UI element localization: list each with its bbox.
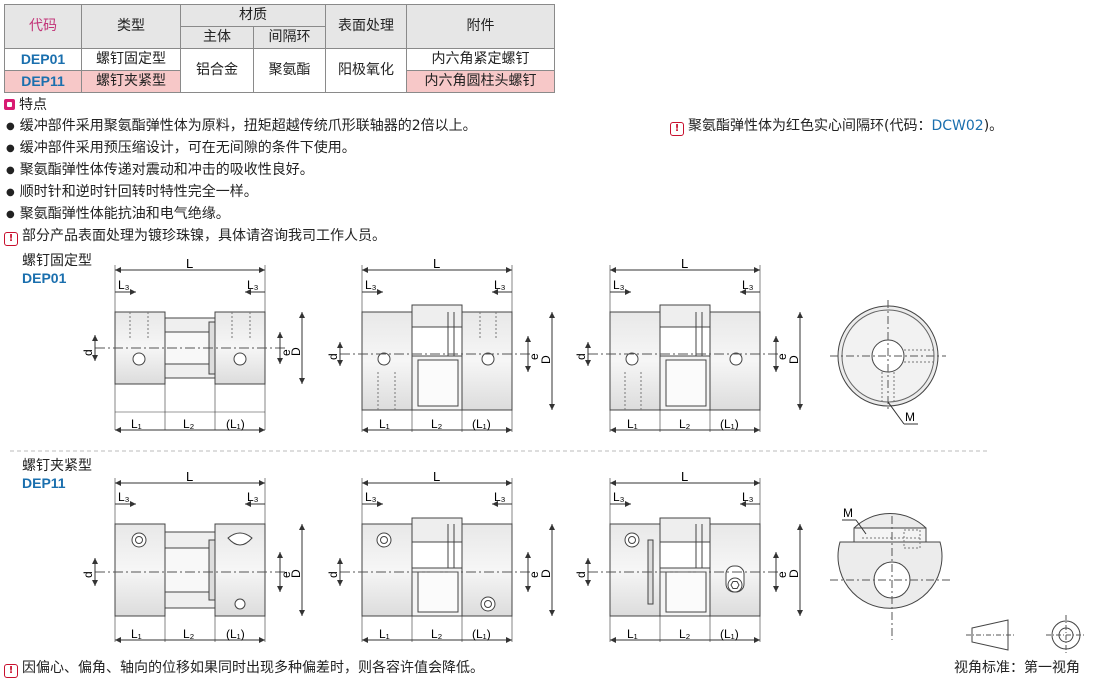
end-view-dep11: M xyxy=(830,506,950,640)
dim-L: L xyxy=(681,256,688,271)
dim-L1p: (L₁) xyxy=(720,627,739,641)
footer-note: !因偏心、偏角、轴向的位移如果同时出现多种偏差时，则各容许值会降低。 xyxy=(4,658,484,679)
dim-L3: L₃ xyxy=(365,490,377,504)
note-spacer: !聚氨酯弹性体为红色实心间隔环(代码：DCW02)。 xyxy=(670,116,1003,137)
feature-item: 聚氨酯弹性体传递对震动和冲击的吸收性良好。 xyxy=(6,160,477,182)
drawing-dep11-view-c: L L₃ L₃ L₁ L₂ (L₁) d e D xyxy=(574,469,803,643)
dim-L3: L₃ xyxy=(365,278,377,292)
dim-L: L xyxy=(186,256,193,271)
end-view-dep01: M xyxy=(830,300,946,425)
dim-L1p: (L₁) xyxy=(226,417,245,431)
dim-d: d xyxy=(574,353,588,360)
dim-L1: L₁ xyxy=(627,627,638,641)
drawing-dep01-view-c: L L₃ L₃ L₁ L₂ (L₁) d e D xyxy=(574,256,803,433)
header-surface: 表面处理 xyxy=(325,4,407,49)
dim-L2: L₂ xyxy=(679,417,691,431)
header-spacer: 间隔环 xyxy=(253,26,326,49)
dim-L3: L₃ xyxy=(247,278,259,292)
drawing-dep11-view-a: L L₃ L₃ L₁ L₂ (L₁) d e D xyxy=(81,469,305,643)
dim-D: D xyxy=(787,355,801,364)
dim-M: M xyxy=(905,410,915,424)
dim-L1: L₁ xyxy=(379,417,390,431)
dim-L1: L₁ xyxy=(627,417,638,431)
type1-label: 螺钉固定型 DEP01 xyxy=(22,253,92,286)
dim-L1p: (L₁) xyxy=(472,417,491,431)
row-type: 螺钉夹紧型 xyxy=(81,70,181,93)
dim-e: e xyxy=(775,571,789,578)
spacer-code: DCW02 xyxy=(931,118,984,134)
dim-D: D xyxy=(787,569,801,578)
dim-d: d xyxy=(81,349,95,356)
first-angle-view-icon xyxy=(966,615,1086,655)
square-marker-icon xyxy=(4,99,15,110)
warning-icon: ! xyxy=(4,664,18,678)
dim-d: d xyxy=(574,571,588,578)
type2-label: 螺钉夹紧型 DEP11 xyxy=(22,458,92,491)
dim-L1: L₁ xyxy=(131,627,142,641)
dim-L2: L₂ xyxy=(183,627,195,641)
header-material: 材质 xyxy=(180,4,326,27)
dim-D: D xyxy=(289,347,303,356)
dim-L3: L₃ xyxy=(742,490,754,504)
dim-L2: L₂ xyxy=(183,417,195,431)
dim-D: D xyxy=(539,569,553,578)
dim-e: e xyxy=(527,571,541,578)
dim-e: e xyxy=(775,353,789,360)
dim-L3: L₃ xyxy=(494,278,506,292)
dim-L: L xyxy=(681,469,688,484)
drawing-dep01-view-a: L L₃ L₃ L₁ L₂ (L₁) d e D xyxy=(81,256,305,433)
dim-d: d xyxy=(326,353,340,360)
warning-icon: ! xyxy=(4,232,18,246)
feature-item: 顺时针和逆时针回转时特性完全一样。 xyxy=(6,182,477,204)
dim-d: d xyxy=(81,571,95,578)
note-plating: !部分产品表面处理为镀珍珠镍，具体请咨询我司工作人员。 xyxy=(4,226,477,247)
dim-L2: L₂ xyxy=(431,627,443,641)
warning-icon: ! xyxy=(670,122,684,136)
dim-L3: L₃ xyxy=(742,278,754,292)
dim-e: e xyxy=(279,349,293,356)
dim-L3: L₃ xyxy=(613,278,625,292)
row-code: DEP01 xyxy=(4,48,82,71)
feature-item: 缓冲部件采用聚氨酯弹性体为原料，扭矩超越传统爪形联轴器的2倍以上。 xyxy=(6,116,477,138)
features-section: 特点 缓冲部件采用聚氨酯弹性体为原料，扭矩超越传统爪形联轴器的2倍以上。 缓冲部… xyxy=(4,95,477,247)
header-accessory: 附件 xyxy=(406,4,555,49)
dim-M: M xyxy=(843,506,853,520)
dim-L: L xyxy=(433,469,440,484)
dim-L1p: (L₁) xyxy=(720,417,739,431)
dim-L: L xyxy=(186,469,193,484)
row-accessory: 内六角圆柱头螺钉 xyxy=(406,70,555,93)
dim-L1p: (L₁) xyxy=(472,627,491,641)
view-standard: 视角标准：第一视角 xyxy=(954,660,1080,676)
spacer-value: 聚氨酯 xyxy=(253,48,326,93)
dim-L3: L₃ xyxy=(118,278,130,292)
drawing-dep11-view-b: L L₃ L₃ L₁ L₂ (L₁) d e D xyxy=(326,469,555,643)
dim-e: e xyxy=(527,353,541,360)
dim-L3: L₃ xyxy=(247,490,259,504)
dim-L2: L₂ xyxy=(679,627,691,641)
dim-L3: L₃ xyxy=(118,490,130,504)
feature-item: 缓冲部件采用预压缩设计，可在无间隙的条件下使用。 xyxy=(6,138,477,160)
spec-table: 代码 类型 材质 表面处理 附件 主体 间隔环 DEP01 螺钉固定型 铝合金 … xyxy=(4,4,555,93)
row-code: DEP11 xyxy=(4,70,82,93)
dim-e: e xyxy=(279,571,293,578)
dim-L1: L₁ xyxy=(131,417,142,431)
dim-L3: L₃ xyxy=(613,490,625,504)
dim-L: L xyxy=(433,256,440,271)
drawing-dep01-view-b: L L₃ L₃ L₁ L₂ (L₁) d e D xyxy=(326,256,555,433)
dim-D: D xyxy=(289,569,303,578)
features-title: 特点 xyxy=(4,95,477,116)
dim-L1p: (L₁) xyxy=(226,627,245,641)
dim-L3: L₃ xyxy=(494,490,506,504)
dim-d: d xyxy=(326,571,340,578)
feature-item: 聚氨酯弹性体能抗油和电气绝缘。 xyxy=(6,204,477,226)
dim-L2: L₂ xyxy=(431,417,443,431)
header-code: 代码 xyxy=(4,4,82,49)
dim-D: D xyxy=(539,355,553,364)
dim-L1: L₁ xyxy=(379,627,390,641)
